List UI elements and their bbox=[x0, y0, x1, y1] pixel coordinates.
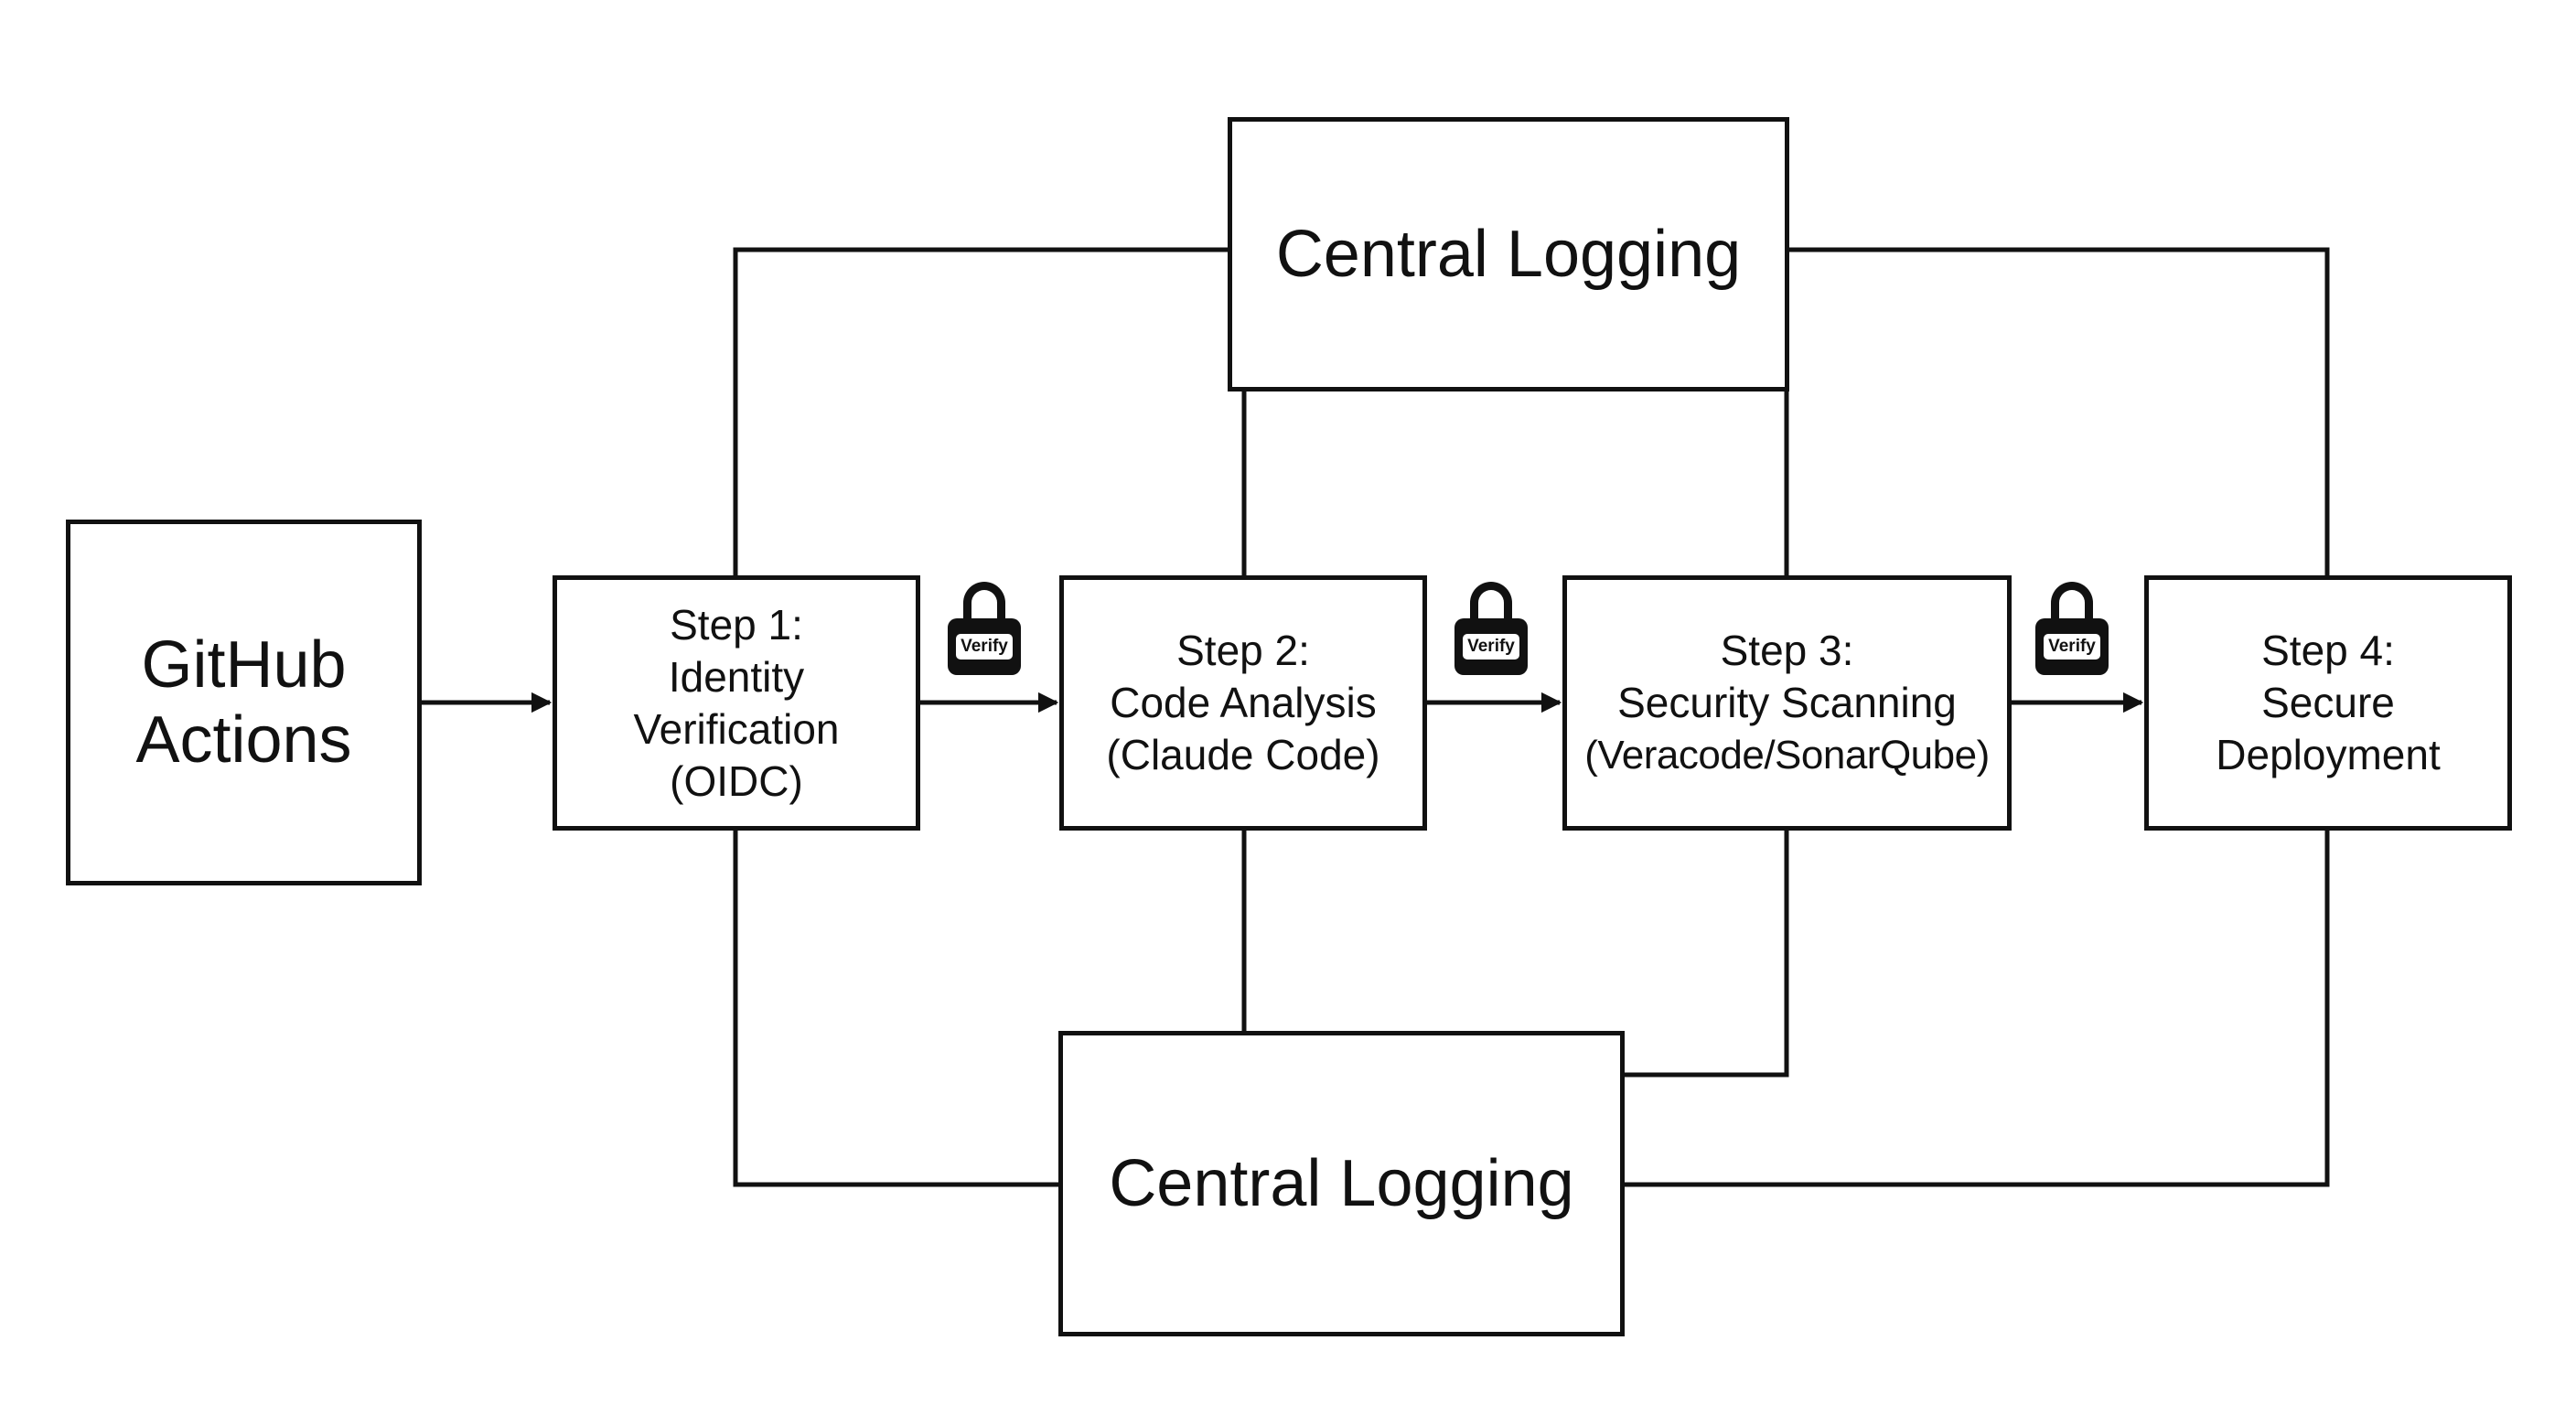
step2-code-analysis-box: Step 2: Code Analysis (Claude Code) bbox=[1059, 575, 1427, 831]
github-actions-label-line-2: Actions bbox=[135, 703, 352, 777]
padlock-shackle bbox=[963, 582, 1005, 637]
padlock-icon: Verify bbox=[948, 582, 1030, 682]
step3-label-line-2: Security Scanning bbox=[1617, 679, 1957, 726]
padlock-shackle bbox=[1470, 582, 1512, 637]
step4-secure-deployment-box: Step 4: Secure Deployment bbox=[2144, 575, 2512, 831]
verify-gate-label-3: Verify bbox=[2044, 634, 2100, 660]
step2-label-line-3: (Claude Code) bbox=[1106, 731, 1380, 778]
verify-gate-label-2: Verify bbox=[1463, 634, 1519, 660]
step1-title: Step 1: bbox=[670, 600, 803, 649]
step3-security-scanning-box: Step 3: Security Scanning (Veracode/Sona… bbox=[1562, 575, 2012, 831]
verify-gate-label-1: Verify bbox=[956, 634, 1013, 660]
padlock-icon: Verify bbox=[2035, 582, 2118, 682]
github-actions-box: GitHub Actions bbox=[66, 520, 422, 885]
step2-title: Step 2: bbox=[1176, 627, 1310, 674]
step4-label-line-3: Deployment bbox=[2216, 731, 2441, 778]
central-logging-bottom-label: Central Logging bbox=[1109, 1147, 1574, 1220]
step4-title: Step 4: bbox=[2261, 627, 2395, 674]
padlock-body: Verify bbox=[948, 618, 1021, 675]
log-link-step4-bottom bbox=[1622, 828, 2330, 1187]
padlock-icon: Verify bbox=[1454, 582, 1537, 682]
step2-label-line-2: Code Analysis bbox=[1110, 679, 1377, 726]
log-link-step3-bottom bbox=[1622, 828, 1789, 1078]
step3-label-line-3: (Veracode/SonarQube) bbox=[1584, 733, 1990, 778]
central-logging-bottom-box: Central Logging bbox=[1058, 1031, 1625, 1336]
padlock-body: Verify bbox=[2035, 618, 2109, 675]
log-link-step4-top bbox=[1787, 247, 2330, 578]
step3-title: Step 3: bbox=[1720, 627, 1854, 674]
step4-label-line-2: Secure bbox=[2261, 679, 2395, 726]
central-logging-top-label: Central Logging bbox=[1275, 218, 1742, 291]
step1-label-line-3: Verification bbox=[633, 704, 840, 753]
log-link-step1-bottom bbox=[733, 828, 1061, 1187]
step1-identity-verification-box: Step 1: Identity Verification (OIDC) bbox=[553, 575, 920, 831]
github-actions-label-line-1: GitHub bbox=[141, 628, 347, 702]
padlock-shackle bbox=[2051, 582, 2093, 637]
step1-label-line-2: Identity bbox=[668, 652, 805, 701]
step1-label-line-4: (OIDC) bbox=[670, 756, 803, 805]
central-logging-top-box: Central Logging bbox=[1228, 117, 1789, 391]
log-link-step1-top bbox=[733, 247, 1230, 578]
padlock-body: Verify bbox=[1454, 618, 1528, 675]
